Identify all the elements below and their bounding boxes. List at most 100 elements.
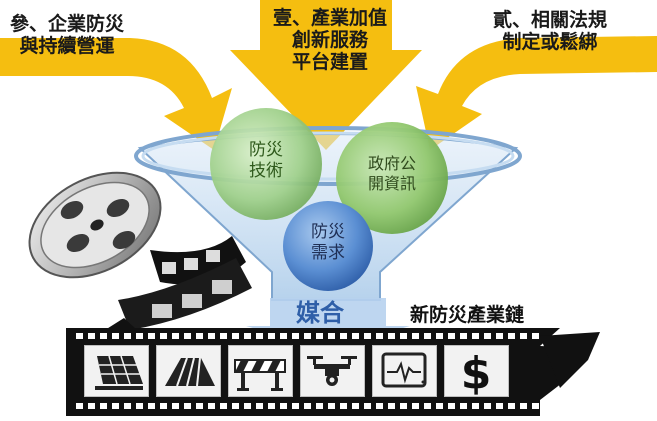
film-perforation: [412, 333, 419, 339]
gov-info-circle: [336, 122, 448, 234]
film-perforation: [388, 333, 395, 339]
film-perforation: [292, 403, 299, 409]
film-perforation: [232, 403, 239, 409]
svg-text:$: $: [461, 348, 492, 396]
film-perforation: [508, 403, 515, 409]
film-perforation: [436, 333, 443, 339]
film-perforation: [496, 333, 503, 339]
film-perforation: [328, 333, 335, 339]
film-perforation: [508, 333, 515, 339]
film-perforation: [460, 333, 467, 339]
solar-panel-icon: [95, 355, 143, 390]
film-perforation: [400, 403, 407, 409]
film-perforation: [100, 403, 107, 409]
film-perforation: [424, 333, 431, 339]
film-perforation: [364, 333, 371, 339]
film-perforation: [172, 333, 179, 339]
film-perforation: [352, 333, 359, 339]
film-perforation: [256, 333, 263, 339]
right-arrow: [416, 36, 657, 150]
film-perforation: [448, 403, 455, 409]
film-perforation: [256, 403, 263, 409]
demand-circle: [283, 201, 373, 291]
film-perforation: [532, 403, 539, 409]
film-perforation: [472, 333, 479, 339]
film-perforation: [316, 333, 323, 339]
film-perforation: [520, 403, 527, 409]
dollar-icon: $: [461, 348, 492, 399]
center-arrow: [230, 0, 422, 150]
tech-circle-label: 防災 技術: [249, 140, 283, 182]
funnel-output-label: 媒合: [296, 299, 344, 327]
film-perforation: [208, 333, 215, 339]
left-arrow: [0, 38, 232, 150]
film-perforation: [436, 403, 443, 409]
film-perforation: [304, 403, 311, 409]
film-perforation: [100, 333, 107, 339]
film-perforation: [184, 333, 191, 339]
film-perforation: [268, 333, 275, 339]
center-arrow-label: 壹、產業加值 創新服務 平台建置: [272, 7, 387, 73]
frame-dollar: $: [444, 345, 509, 399]
film-perforation: [424, 403, 431, 409]
frame-solar-panel: [84, 345, 149, 397]
film-perforation: [196, 333, 203, 339]
film-perforation: [268, 403, 275, 409]
film-perforation: [148, 403, 155, 409]
frame-greenhouse: [156, 345, 221, 397]
greenhouse-roof-icon: [165, 357, 215, 387]
film-perforation: [244, 403, 251, 409]
film-perforation: [484, 403, 491, 409]
film-perforation: [448, 333, 455, 339]
tech-circle: [210, 108, 322, 220]
film-perforation: [184, 403, 191, 409]
film-perforation: [88, 333, 95, 339]
film-perforation: [304, 333, 311, 339]
film-perforation: [76, 333, 83, 339]
film-perforation: [88, 403, 95, 409]
film-perforation: [124, 333, 131, 339]
film-perforation: [112, 403, 119, 409]
film-perforation: [220, 403, 227, 409]
frame-monitor: [372, 345, 437, 397]
chain-title: 新防災產業鏈: [410, 304, 525, 326]
film-reel-icon: [28, 171, 162, 279]
film-perforation: [160, 333, 167, 339]
film-perforation: [376, 403, 383, 409]
film-perforation: [280, 403, 287, 409]
demand-circle-label: 防災 需求: [311, 222, 345, 264]
film-perforation: [364, 403, 371, 409]
film-perforation: [160, 403, 167, 409]
film-perforation: [280, 333, 287, 339]
left-arrow-label: 參、企業防災 與持續營運: [10, 13, 125, 57]
film-perforation: [376, 333, 383, 339]
frame-road-barrier: [228, 345, 293, 397]
film-perforation: [532, 333, 539, 339]
film-perforation: [340, 333, 347, 339]
film-perforation: [484, 333, 491, 339]
drone-camera-icon: [307, 356, 357, 386]
gov-info-circle-label: 政府公 開資訊: [367, 154, 416, 193]
film-perforation: [232, 333, 239, 339]
road-barrier-icon: [234, 359, 286, 391]
film-perforation: [136, 333, 143, 339]
film-perforation: [292, 333, 299, 339]
film-perforation: [412, 403, 419, 409]
film-perforation: [496, 403, 503, 409]
film-perforation: [352, 403, 359, 409]
film-perforation: [172, 403, 179, 409]
film-perforation: [388, 403, 395, 409]
film-perforation: [316, 403, 323, 409]
film-perforation: [148, 333, 155, 339]
film-perforation: [520, 333, 527, 339]
film-perforation: [244, 333, 251, 339]
right-arrow-label: 貳、相關法規 制定或鬆綁: [492, 9, 607, 53]
film-perforation: [124, 403, 131, 409]
film-perforation: [340, 403, 347, 409]
film-perforation: [136, 403, 143, 409]
film-perforation: [112, 333, 119, 339]
frame-drone: [300, 345, 365, 397]
film-perforation: [76, 403, 83, 409]
film-perforation: [328, 403, 335, 409]
film-perforation: [196, 403, 203, 409]
